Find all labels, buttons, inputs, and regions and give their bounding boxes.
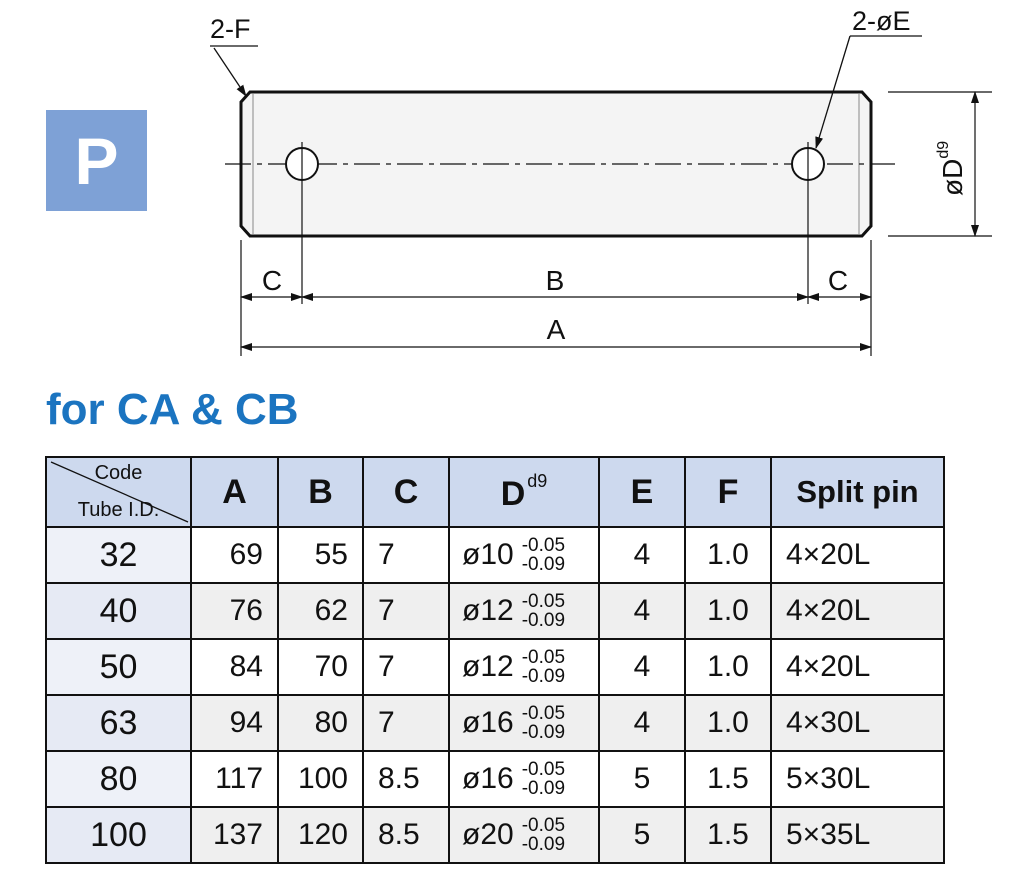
d-cell: ø20 -0.05-0.09	[448, 806, 600, 864]
tol-lower: -0.09	[521, 610, 566, 631]
d-value: ø10	[462, 538, 514, 571]
a-cell: 94	[190, 694, 279, 752]
header-e: E	[598, 456, 686, 528]
table-row: 100 137 120 8.5 ø20 -0.05-0.09 5 1.5 5×35…	[45, 806, 945, 864]
b-cell: 120	[277, 806, 364, 864]
tol-upper: -0.05	[521, 815, 566, 836]
tube-id-cell: 40	[45, 582, 192, 640]
b-cell: 100	[277, 750, 364, 808]
table-row: 80 117 100 8.5 ø16 -0.05-0.09 5 1.5 5×30L	[45, 750, 945, 808]
tube-id-cell: 80	[45, 750, 192, 808]
series-badge: P	[46, 110, 147, 211]
tube-id-cell: 32	[45, 526, 192, 584]
split-pin-cell: 5×30L	[770, 750, 945, 808]
pin-body	[239, 90, 873, 238]
header-c: C	[362, 456, 450, 528]
tol-lower: -0.09	[521, 666, 566, 687]
e-cell: 5	[598, 750, 686, 808]
c-cell: 7	[362, 638, 450, 696]
tol-upper: -0.05	[521, 759, 566, 780]
chamfer-label: 2-F	[210, 14, 251, 44]
tol-upper: -0.05	[521, 703, 566, 724]
a-cell: 117	[190, 750, 279, 808]
a-cell: 137	[190, 806, 279, 864]
c-cell: 7	[362, 582, 450, 640]
dia-label: øDd9	[935, 141, 968, 196]
table-row: 40 76 62 7 ø12 -0.05-0.09 4 1.0 4×20L	[45, 582, 945, 640]
f-cell: 1.0	[684, 526, 772, 584]
a-cell: 76	[190, 582, 279, 640]
code-label: Code	[94, 462, 143, 484]
d-cell: ø10 -0.05-0.09	[448, 526, 600, 584]
d-cell: ø12 -0.05-0.09	[448, 582, 600, 640]
e-cell: 4	[598, 638, 686, 696]
split-pin-cell: 4×30L	[770, 694, 945, 752]
d-value: ø12	[462, 650, 514, 683]
table-row: 32 69 55 7 ø10 -0.05-0.09 4 1.0 4×20L	[45, 526, 945, 584]
code-header: Code Tube I.D.	[45, 456, 192, 528]
a-cell: 69	[190, 526, 279, 584]
b-cell: 70	[277, 638, 364, 696]
d-value: ø16	[462, 706, 514, 739]
tol-upper: -0.05	[521, 647, 566, 668]
d-value: ø20	[462, 818, 514, 851]
table-row: 63 94 80 7 ø16 -0.05-0.09 4 1.0 4×30L	[45, 694, 945, 752]
tube-id-cell: 63	[45, 694, 192, 752]
header-split-pin: Split pin	[770, 456, 945, 528]
b-cell: 80	[277, 694, 364, 752]
tube-id-cell: 50	[45, 638, 192, 696]
c-cell: 8.5	[362, 750, 450, 808]
dim-a-label: A	[547, 314, 566, 345]
f-cell: 1.0	[684, 582, 772, 640]
tol-lower: -0.09	[521, 554, 566, 575]
e-cell: 4	[598, 694, 686, 752]
hole-label: 2-øE	[852, 6, 911, 36]
tube-id-label: Tube I.D.	[77, 499, 160, 521]
c-cell: 8.5	[362, 806, 450, 864]
split-pin-cell: 4×20L	[770, 526, 945, 584]
e-cell: 4	[598, 526, 686, 584]
tol-lower: -0.09	[521, 722, 566, 743]
split-pin-cell: 4×20L	[770, 638, 945, 696]
pin-drawing: 2-F 2-øE C B C A øDd9	[210, 6, 992, 356]
dim-c-right-label: C	[828, 265, 848, 296]
e-cell: 5	[598, 806, 686, 864]
dim-b-label: B	[546, 265, 565, 296]
split-pin-cell: 4×20L	[770, 582, 945, 640]
header-b: B	[277, 456, 364, 528]
tol-upper: -0.05	[521, 535, 566, 556]
header-d-sup: d9	[527, 470, 548, 491]
c-cell: 7	[362, 526, 450, 584]
d-cell: ø16 -0.05-0.09	[448, 694, 600, 752]
d-cell: ø16 -0.05-0.09	[448, 750, 600, 808]
d-value: ø16	[462, 762, 514, 795]
c-cell: 7	[362, 694, 450, 752]
dim-c-left-label: C	[262, 265, 282, 296]
table-body: 32 69 55 7 ø10-0.05-0.09 4 1.0 4×20L 40 …	[45, 526, 945, 864]
f-cell: 1.0	[684, 638, 772, 696]
a-cell: 84	[190, 638, 279, 696]
f-cell: 1.5	[684, 750, 772, 808]
tol-lower: -0.09	[521, 834, 566, 855]
f-cell: 1.0	[684, 694, 772, 752]
split-pin-cell: 5×35L	[770, 806, 945, 864]
header-a: A	[190, 456, 279, 528]
header-f: F	[684, 456, 772, 528]
tol-lower: -0.09	[521, 778, 566, 799]
f-cell: 1.5	[684, 806, 772, 864]
section-heading: for CA & CB	[46, 385, 299, 434]
b-cell: 55	[277, 526, 364, 584]
tube-id-cell: 100	[45, 806, 192, 864]
d-cell: ø12 -0.05-0.09	[448, 638, 600, 696]
e-cell: 4	[598, 582, 686, 640]
tol-upper: -0.05	[521, 591, 566, 612]
b-cell: 62	[277, 582, 364, 640]
d-value: ø12	[462, 594, 514, 627]
dia-sup: d9	[935, 141, 952, 159]
table-row: 50 84 70 7 ø12 -0.05-0.09 4 1.0 4×20L	[45, 638, 945, 696]
